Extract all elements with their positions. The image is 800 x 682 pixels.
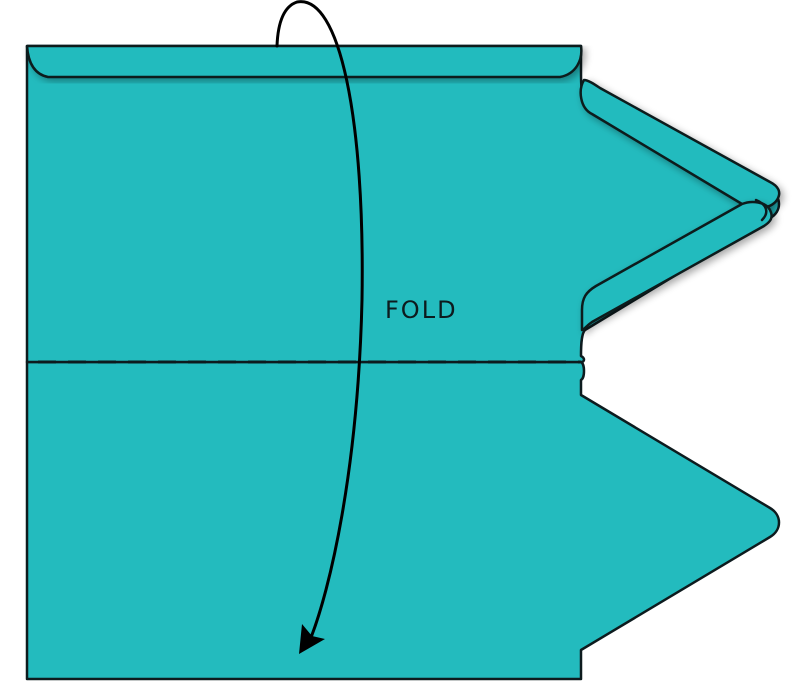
lower-point-folded-flap — [580, 200, 773, 332]
point-fold-crease — [754, 198, 768, 222]
curved-fold-arrow-icon — [275, 0, 364, 654]
fold-label: FOLD — [385, 296, 458, 324]
upper-point-folded-flap — [579, 78, 781, 210]
paper-lower-half — [25, 360, 781, 681]
top-folded-flap — [25, 44, 583, 79]
